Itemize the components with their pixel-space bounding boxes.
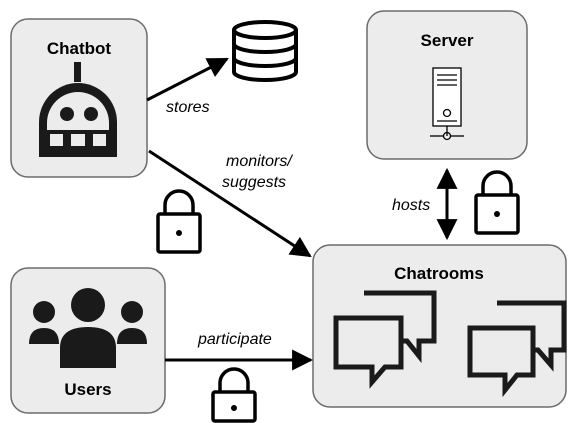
database-icon [232,20,298,82]
monitors-arrow [148,149,312,258]
chatbot-title: Chatbot [47,39,112,58]
robot-icon [39,62,117,157]
stores-arrow [146,57,229,102]
monitors-label-line2: suggests [222,174,286,191]
users-icon [29,288,147,368]
lock-icon [211,367,257,423]
chatbot-node: Chatbot [10,18,148,178]
chatrooms-title: Chatrooms [394,264,484,283]
lock-icon [474,170,520,235]
users-node: Users [10,267,166,414]
monitors-label-line1: monitors/ [226,153,293,170]
hosts-label: hosts [392,197,430,214]
users-title: Users [64,380,111,399]
chat-bubbles-icon [333,290,567,398]
server-node: Server [366,10,528,160]
chatrooms-node: Chatrooms [312,244,567,408]
server-title: Server [421,31,474,50]
lock-icon [156,189,202,254]
stores-label: stores [166,99,210,116]
participate-label: participate [197,331,272,348]
server-icon [430,67,464,141]
